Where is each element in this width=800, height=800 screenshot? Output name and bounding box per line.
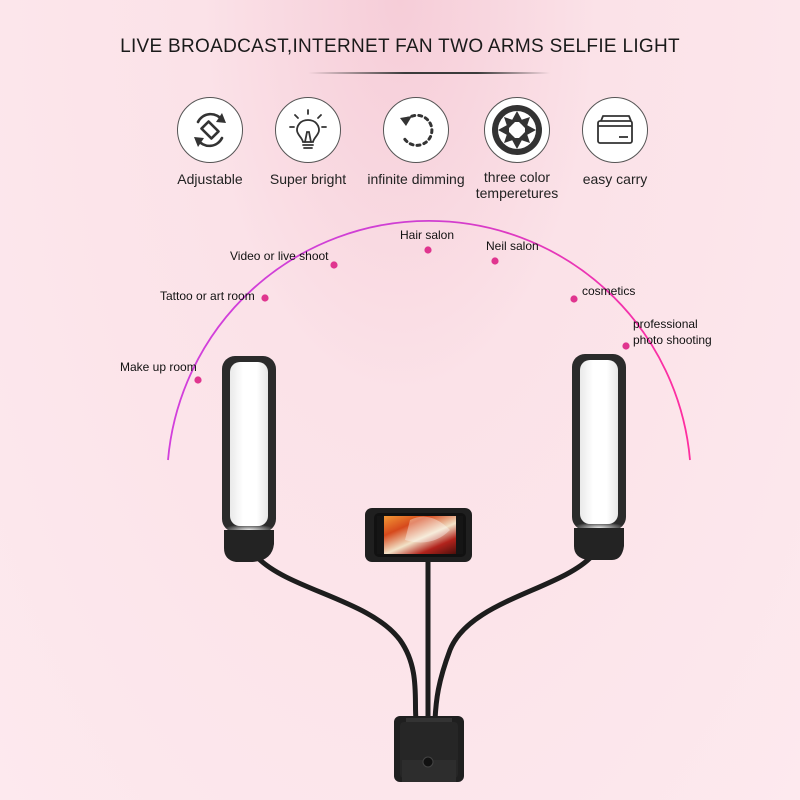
- feature-adjustable: Adjustable: [158, 97, 262, 188]
- arc-dot-video: [330, 261, 338, 269]
- arc-dot-neil-salon: [491, 257, 499, 265]
- arc-dot-hair-salon: [424, 246, 432, 254]
- feature-label: infinite dimming: [367, 171, 465, 187]
- arc-dot-photo: [622, 342, 630, 350]
- card-icon: [582, 97, 648, 163]
- dimming-arrow-icon: [383, 97, 449, 163]
- feature-easy-carry: easy carry: [563, 97, 667, 188]
- arc-dot-make-up-room: [194, 376, 202, 384]
- right-arm: [432, 553, 595, 723]
- feature-color-temperatures: three color temperetures: [465, 97, 569, 201]
- aperture-icon: [484, 97, 550, 163]
- phone-holder: [365, 508, 472, 562]
- feature-label: Super bright: [269, 171, 347, 187]
- application-label-hair-salon: Hair salon: [400, 228, 455, 242]
- feature-super-bright: Super bright: [256, 97, 360, 188]
- arc-line: [167, 219, 691, 461]
- application-label-make-up-room: Make up room: [120, 360, 197, 374]
- feature-label: Adjustable: [177, 171, 243, 187]
- application-label-video: Video or live shoot: [230, 249, 329, 263]
- application-label-photo-shooting: professional photo shooting: [633, 317, 712, 347]
- base-clamp: [394, 716, 464, 782]
- left-light-panel: [222, 356, 276, 562]
- title-underline: [308, 72, 550, 74]
- arc-dot-tattoo: [261, 294, 269, 302]
- right-light-panel: [572, 354, 626, 560]
- feature-label: three color temperetures: [475, 169, 559, 201]
- page-title: LIVE BROADCAST,INTERNET FAN TWO ARMS SEL…: [120, 36, 680, 57]
- application-label-tattoo: Tattoo or art room: [160, 289, 255, 303]
- light-bulb-icon: [275, 97, 341, 163]
- application-label-cosmetics: cosmetics: [582, 284, 636, 298]
- left-arm: [255, 555, 419, 723]
- feature-infinite-dimming: infinite dimming: [364, 97, 468, 188]
- rotate-arrows-icon: [177, 97, 243, 163]
- feature-label: easy carry: [582, 171, 648, 187]
- application-label-neil-salon: Neil salon: [486, 239, 539, 253]
- arc-dot-cosmetics: [570, 295, 578, 303]
